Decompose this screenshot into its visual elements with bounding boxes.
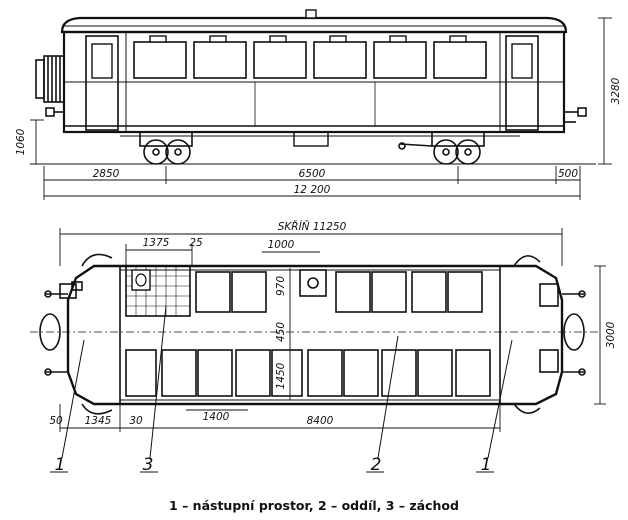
callout-leaders [50, 305, 513, 473]
plan-view: SKŘÍŇ 11250 1375 25 1000 970 450 1450 30… [30, 220, 617, 475]
door-right [505, 35, 539, 131]
dim-overhang-right: 500 [558, 168, 578, 180]
dim-seat-pitch-top: 1000 [268, 239, 295, 251]
door-left [85, 35, 119, 131]
dim-floor-height: 1060 [15, 128, 27, 155]
benches-upper [195, 269, 483, 313]
legend-caption: 1 – nástupní prostor, 2 – oddíl, 3 – zác… [169, 498, 459, 513]
side-view: 3280 1060 2850 6500 500 12 200 [15, 9, 622, 200]
callout-compartment: 2 [371, 455, 382, 475]
dim-overhang-left: 2850 [93, 168, 120, 180]
plan-ends [39, 253, 586, 415]
dim-bench-width-lower: 1450 [275, 362, 287, 389]
dim-wall: 25 [189, 237, 203, 249]
door-left-window [91, 43, 113, 79]
dim-vestibule: 1345 [85, 415, 112, 427]
dim-wheelbase: 6500 [299, 168, 326, 180]
side-dim-lines [30, 17, 612, 200]
bellows-left [35, 55, 65, 103]
buffers [45, 107, 587, 123]
dim-compartment-length: 8400 [307, 415, 334, 427]
callout-vestibule-left: 1 [55, 455, 66, 475]
roof-outline [60, 16, 568, 34]
dim-body-length: SKŘÍŇ 11250 [278, 220, 347, 233]
bogie-right [398, 131, 485, 165]
plan-body-outline [66, 264, 564, 406]
door-right-window [511, 43, 533, 79]
callout-toilet: 3 [143, 455, 154, 475]
plan-dim-lines [59, 228, 606, 432]
underframe-box [293, 131, 329, 147]
side-windows [133, 41, 487, 79]
bogie-left [139, 131, 193, 165]
benches-lower [125, 349, 491, 397]
dim-seat-pitch-bottom: 1400 [203, 411, 230, 423]
dim-aisle: 450 [275, 322, 287, 342]
dim-length-total: 12 200 [294, 184, 331, 196]
window-vents [149, 35, 467, 43]
callout-vestibule-right: 1 [481, 455, 492, 475]
dim-height-total: 3280 [610, 77, 622, 104]
dim-wall-lower: 30 [129, 415, 143, 427]
dim-toilet-width: 1375 [143, 237, 170, 249]
dim-bench-width: 970 [275, 276, 287, 296]
dim-edge-left: 50 [49, 415, 63, 427]
toilet [125, 265, 191, 317]
roof-vent [305, 9, 317, 19]
dim-width: 3000 [605, 321, 617, 348]
